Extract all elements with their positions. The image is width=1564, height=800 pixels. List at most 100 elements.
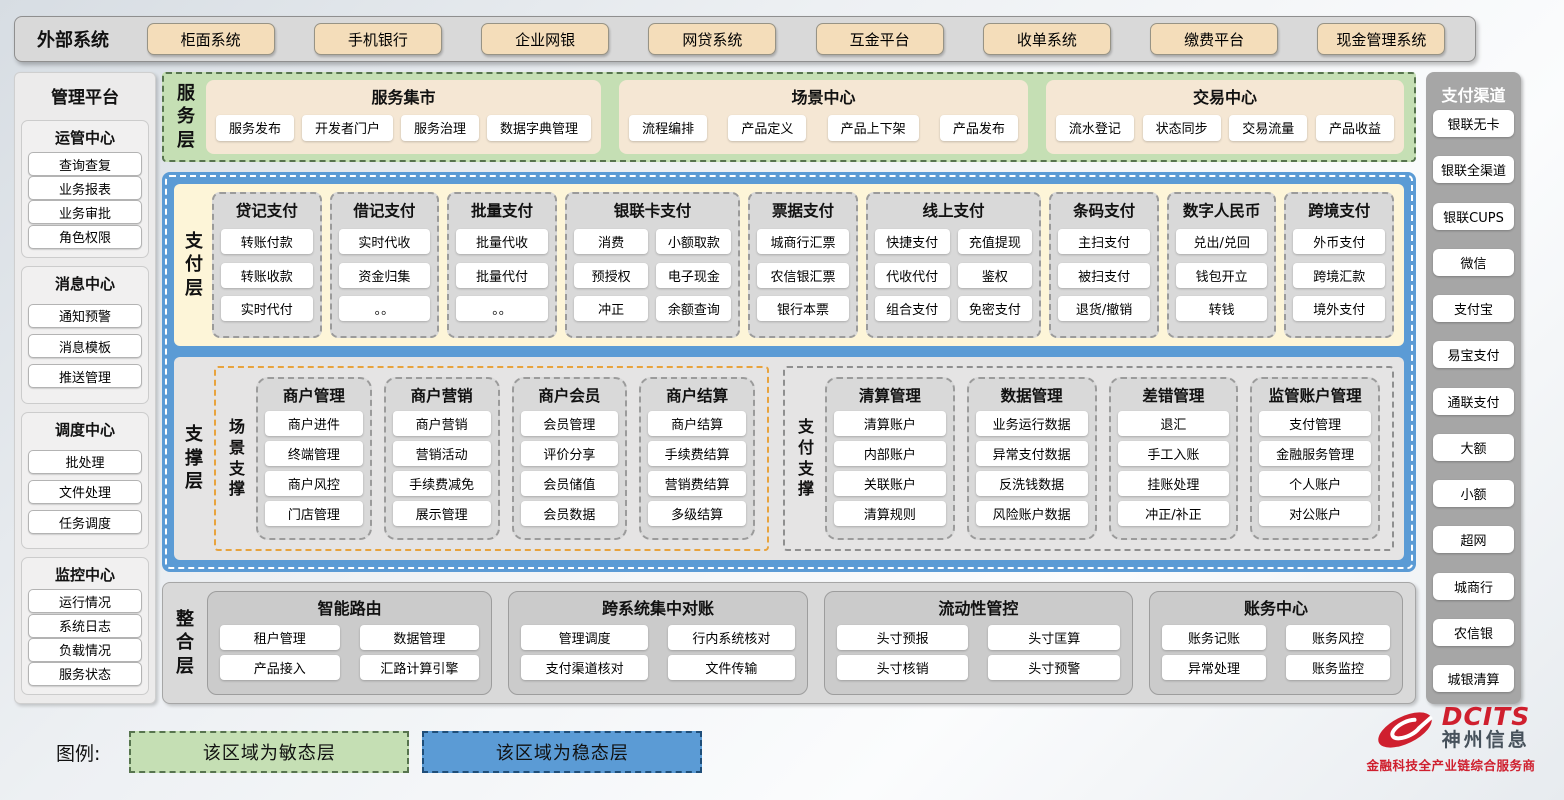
- support-function-button[interactable]: 营销活动: [392, 441, 491, 466]
- support-function-button[interactable]: 清算规则: [833, 501, 946, 526]
- payment-function-button[interactable]: 转钱: [1175, 295, 1268, 321]
- payment-function-button[interactable]: 跨境汇款: [1293, 262, 1386, 288]
- payment-function-button[interactable]: 转账付款: [221, 229, 313, 255]
- support-function-button[interactable]: 评价分享: [520, 441, 619, 466]
- support-function-button[interactable]: 内部账户: [833, 441, 946, 466]
- payment-channel-button[interactable]: 银联无卡: [1433, 110, 1514, 137]
- payment-function-button[interactable]: 冲正: [573, 295, 649, 321]
- integration-function-button[interactable]: 账务监控: [1286, 655, 1390, 681]
- payment-function-button[interactable]: 资金归集: [338, 262, 431, 288]
- integration-function-button[interactable]: 管理调度: [521, 624, 648, 650]
- payment-function-button[interactable]: 外币支付: [1293, 229, 1386, 255]
- integration-function-button[interactable]: 头寸匡算: [988, 624, 1120, 650]
- payment-channel-button[interactable]: 超网: [1433, 526, 1514, 554]
- payment-function-button[interactable]: 实时代付: [221, 295, 313, 321]
- payment-function-button[interactable]: 境外支付: [1293, 295, 1386, 321]
- management-item-button[interactable]: 角色权限: [28, 224, 142, 249]
- management-item-button[interactable]: 业务报表: [28, 176, 142, 201]
- support-function-button[interactable]: 金融服务管理: [1259, 441, 1372, 466]
- support-function-button[interactable]: 会员管理: [520, 411, 619, 436]
- payment-function-button[interactable]: 批量代付: [456, 262, 548, 288]
- payment-function-button[interactable]: 电子现金: [656, 262, 732, 288]
- payment-channel-button[interactable]: 通联支付: [1433, 387, 1514, 415]
- payment-function-button[interactable]: 被扫支付: [1058, 262, 1150, 288]
- management-item-button[interactable]: 通知预警: [28, 303, 142, 328]
- integration-function-button[interactable]: 异常处理: [1162, 655, 1266, 681]
- external-system-button[interactable]: 现金管理系统: [1317, 23, 1446, 55]
- support-function-button[interactable]: 业务运行数据: [975, 411, 1088, 436]
- payment-function-button[interactable]: 组合支付: [874, 295, 950, 321]
- payment-function-button[interactable]: 转账收款: [221, 262, 313, 288]
- service-function-button[interactable]: 产品上下架: [827, 114, 919, 141]
- payment-channel-button[interactable]: 农信银: [1433, 618, 1514, 646]
- support-function-button[interactable]: 关联账户: [833, 471, 946, 496]
- payment-function-button[interactable]: 。。: [456, 295, 548, 321]
- integration-function-button[interactable]: 汇路计算引擎: [359, 655, 480, 681]
- external-system-button[interactable]: 柜面系统: [146, 23, 275, 55]
- service-function-button[interactable]: 交易流量: [1229, 114, 1308, 141]
- management-item-button[interactable]: 文件处理: [28, 479, 142, 504]
- payment-function-button[interactable]: 钱包开立: [1175, 262, 1268, 288]
- payment-function-button[interactable]: 城商行汇票: [757, 229, 849, 255]
- support-function-button[interactable]: 对公账户: [1259, 501, 1372, 526]
- payment-function-button[interactable]: 退货/撤销: [1058, 295, 1150, 321]
- payment-channel-button[interactable]: 大额: [1433, 433, 1514, 461]
- external-system-button[interactable]: 缴费平台: [1150, 23, 1279, 55]
- support-function-button[interactable]: 商户结算: [648, 411, 746, 436]
- payment-function-button[interactable]: 充值提现: [957, 229, 1033, 255]
- support-function-button[interactable]: 个人账户: [1259, 471, 1372, 496]
- integration-function-button[interactable]: 头寸预报: [836, 624, 969, 650]
- service-function-button[interactable]: 产品收益: [1315, 114, 1394, 141]
- payment-channel-button[interactable]: 小额: [1433, 480, 1514, 507]
- service-function-button[interactable]: 服务发布: [216, 114, 295, 141]
- support-function-button[interactable]: 手工入账: [1117, 441, 1230, 466]
- support-function-button[interactable]: 商户营销: [392, 411, 491, 436]
- payment-channel-button[interactable]: 支付宝: [1433, 295, 1514, 322]
- support-function-button[interactable]: 手续费结算: [648, 441, 746, 466]
- external-system-button[interactable]: 收单系统: [982, 23, 1111, 55]
- service-function-button[interactable]: 流水登记: [1055, 114, 1134, 141]
- support-function-button[interactable]: 会员储值: [520, 471, 619, 496]
- support-function-button[interactable]: 展示管理: [392, 501, 491, 526]
- management-item-button[interactable]: 业务审批: [28, 200, 142, 225]
- payment-function-button[interactable]: 代收代付: [874, 262, 950, 288]
- payment-function-button[interactable]: 银行本票: [757, 295, 849, 321]
- external-system-button[interactable]: 互金平台: [815, 23, 944, 55]
- payment-function-button[interactable]: 免密支付: [957, 295, 1033, 321]
- management-item-button[interactable]: 推送管理: [28, 364, 142, 389]
- integration-function-button[interactable]: 行内系统核对: [668, 624, 795, 650]
- payment-channel-button[interactable]: 城商行: [1433, 572, 1514, 600]
- integration-function-button[interactable]: 数据管理: [359, 624, 480, 650]
- integration-function-button[interactable]: 产品接入: [220, 655, 340, 681]
- management-item-button[interactable]: 任务调度: [28, 510, 142, 535]
- payment-channel-button[interactable]: 城银清算: [1433, 665, 1514, 692]
- payment-function-button[interactable]: 主扫支付: [1058, 229, 1150, 255]
- service-function-button[interactable]: 状态同步: [1142, 114, 1221, 141]
- payment-function-button[interactable]: 小额取款: [656, 229, 732, 255]
- support-function-button[interactable]: 退汇: [1117, 411, 1230, 436]
- support-function-button[interactable]: 多级结算: [648, 501, 746, 526]
- integration-function-button[interactable]: 头寸核销: [836, 655, 969, 681]
- support-function-button[interactable]: 营销费结算: [648, 471, 746, 496]
- management-item-button[interactable]: 查询查复: [28, 152, 142, 177]
- payment-function-button[interactable]: 快捷支付: [874, 229, 950, 255]
- management-item-button[interactable]: 服务状态: [28, 661, 142, 686]
- payment-channel-button[interactable]: 易宝支付: [1433, 341, 1514, 369]
- support-function-button[interactable]: 手续费减免: [392, 471, 491, 496]
- management-item-button[interactable]: 系统日志: [28, 613, 142, 638]
- service-function-button[interactable]: 产品定义: [728, 114, 807, 141]
- service-function-button[interactable]: 产品发布: [939, 114, 1018, 141]
- integration-function-button[interactable]: 支付渠道核对: [521, 655, 648, 681]
- payment-function-button[interactable]: 鉴权: [957, 262, 1033, 288]
- support-function-button[interactable]: 清算账户: [833, 411, 946, 436]
- management-item-button[interactable]: 负载情况: [28, 637, 142, 662]
- payment-function-button[interactable]: 消费: [573, 229, 649, 255]
- support-function-button[interactable]: 终端管理: [265, 441, 363, 466]
- external-system-button[interactable]: 企业网银: [481, 23, 610, 55]
- payment-channel-button[interactable]: 银联全渠道: [1433, 156, 1514, 184]
- support-function-button[interactable]: 门店管理: [265, 501, 363, 526]
- payment-function-button[interactable]: 农信银汇票: [757, 262, 849, 288]
- integration-function-button[interactable]: 头寸预警: [988, 655, 1120, 681]
- payment-function-button[interactable]: 。。: [338, 295, 431, 321]
- support-function-button[interactable]: 商户风控: [265, 471, 363, 496]
